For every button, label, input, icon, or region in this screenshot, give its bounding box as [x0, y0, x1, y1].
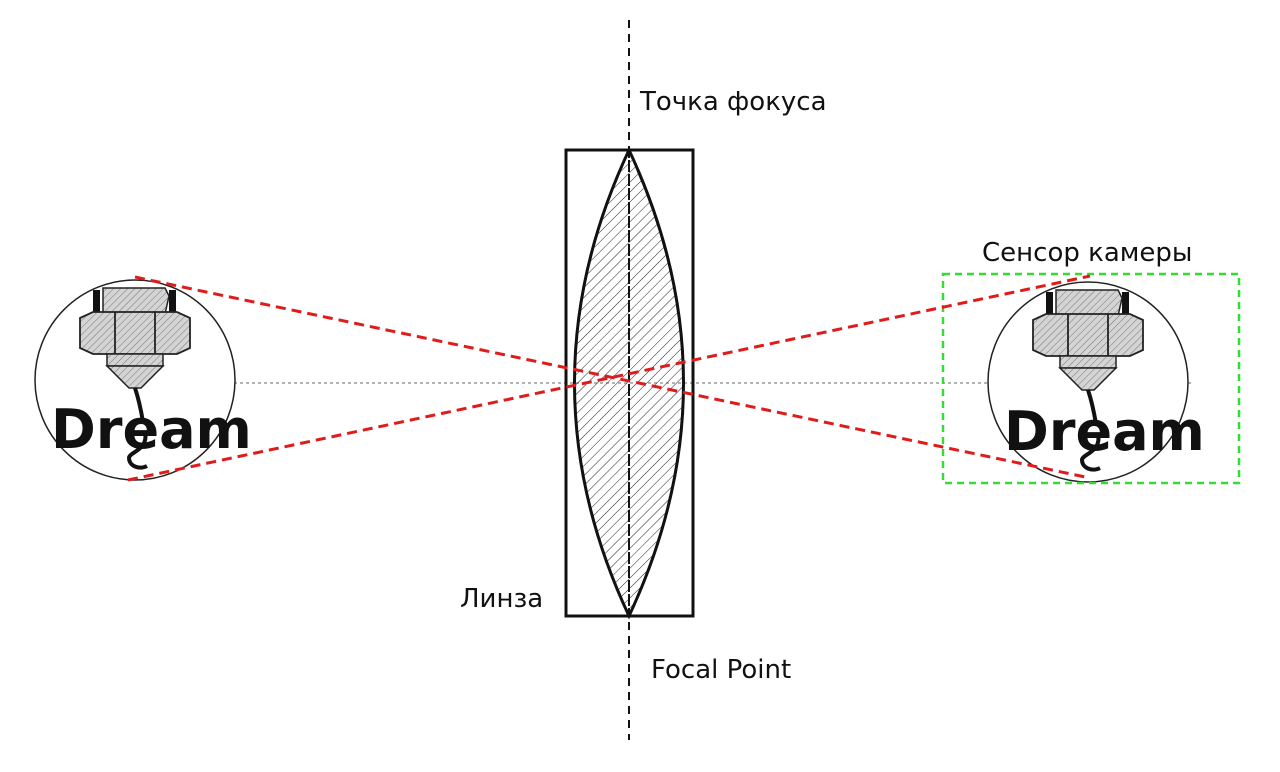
nozzle-image-icon: Dream	[986, 280, 1205, 484]
lens-label: Линза	[460, 584, 544, 614]
logo-text-right: Dream	[1004, 400, 1205, 463]
focal-point-en-label: Focal Point	[651, 655, 792, 685]
logo-text-left: Dream	[51, 398, 252, 461]
light-rays	[127, 274, 1091, 482]
camera-sensor-box	[941, 272, 1241, 485]
focal-point-ru-label: Точка фокуса	[640, 87, 827, 117]
camera-sensor-label: Сенсор камеры	[982, 238, 1193, 268]
nozzle-icon: Dream	[33, 278, 252, 482]
